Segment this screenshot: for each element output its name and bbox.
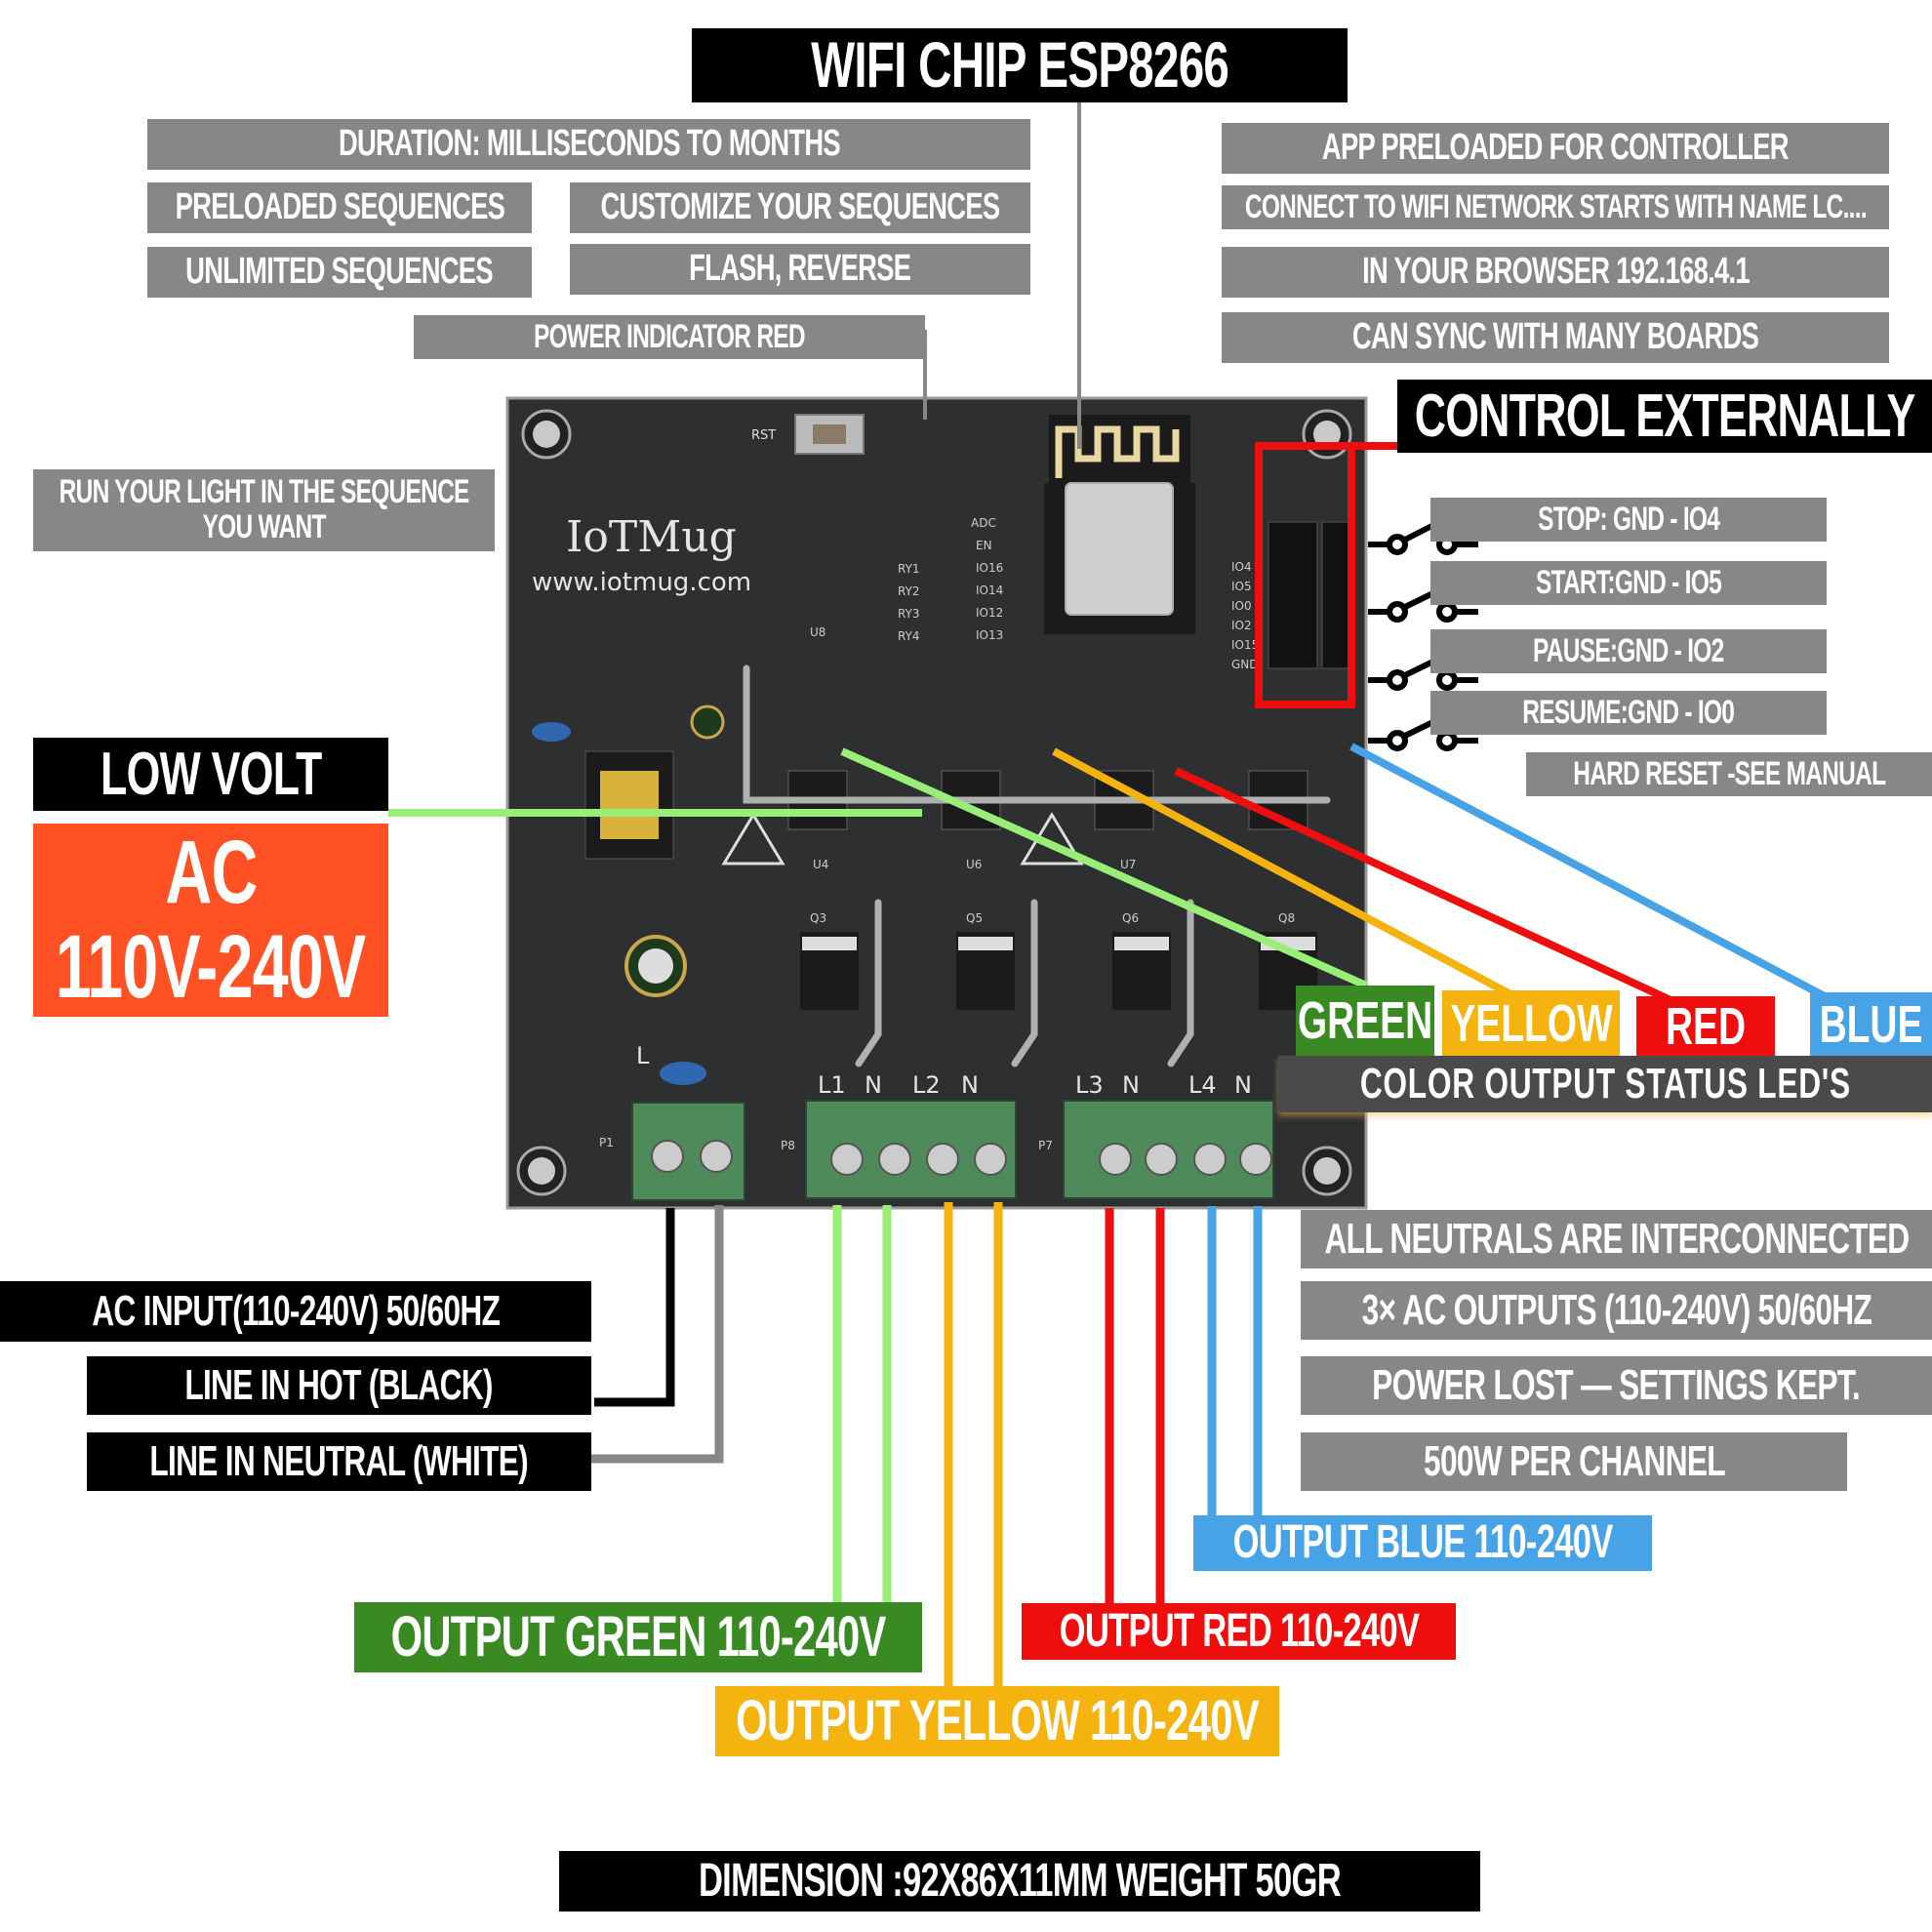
- terminal-label-n: N: [1234, 1071, 1252, 1099]
- page-title: WIFI CHIP ESP8266: [692, 28, 1348, 102]
- silk-p7: P7: [1038, 1139, 1053, 1152]
- terminal-block-outputs-3-4: [1063, 1100, 1274, 1199]
- switch-icon: [1368, 711, 1478, 751]
- control-header-bracket: [1255, 442, 1551, 708]
- silk-relay: RY4: [898, 629, 920, 643]
- feature-power-indicator: POWER INDICATOR RED: [414, 315, 925, 359]
- switch-start-label: START:GND - IO5: [1430, 561, 1827, 605]
- control-header: [1268, 521, 1352, 669]
- switch-stop-label: STOP: GND - IO4: [1430, 498, 1827, 542]
- blue-capacitor: [660, 1062, 706, 1085]
- output-blue-label: OUTPUT BLUE 110-240V: [1193, 1515, 1652, 1571]
- led-tag-yellow: YELLOW: [1442, 990, 1620, 1056]
- isolation-slots: [743, 664, 1331, 1067]
- output-red-label: OUTPUT RED 110-240V: [1022, 1603, 1456, 1660]
- led-tag-blue: BLUE: [1810, 992, 1932, 1056]
- feature-run-sequence: RUN YOUR LIGHT IN THE SEQUENCE YOU WANT: [33, 469, 495, 551]
- blue-led-leader: [1349, 743, 1825, 999]
- silk-q5: Q5: [966, 911, 983, 925]
- terminal-label-l4: L4: [1188, 1071, 1217, 1099]
- silk-p1: P1: [599, 1136, 614, 1149]
- silk-pin: IO16: [976, 561, 1003, 575]
- silk-pin: EN: [976, 539, 992, 552]
- feature-sync-boards: CAN SYNC WITH MANY BOARDS: [1222, 312, 1889, 363]
- green-led-leader: [840, 747, 1368, 989]
- feature-browser-address: IN YOUR BROWSER 192.168.4.1: [1222, 247, 1889, 298]
- ac-input-label: AC INPUT(110-240V) 50/60HZ: [0, 1281, 591, 1342]
- feature-connect-wifi: CONNECT TO WIFI NETWORK STARTS WITH NAME…: [1222, 185, 1889, 229]
- line-hot-label: LINE IN HOT (BLACK): [87, 1356, 591, 1415]
- feature-preloaded-sequences: PRELOADED SEQUENCES: [147, 182, 532, 233]
- silk-relay: RY3: [898, 607, 920, 621]
- low-volt-label: LOW VOLT: [33, 738, 388, 811]
- ac-voltage-box: AC 110V-240V: [33, 824, 388, 1017]
- spec-per-channel: 500W PER CHANNEL: [1301, 1432, 1847, 1491]
- silk-pin: IO12: [976, 606, 1003, 620]
- output-green-label: OUTPUT GREEN 110-240V: [354, 1602, 922, 1672]
- line-hot-wire: [594, 1208, 675, 1407]
- output-yellow-label: OUTPUT YELLOW 110-240V: [715, 1686, 1279, 1756]
- control-externally-heading: CONTROL EXTERNALLY: [1397, 380, 1932, 453]
- terminal-label-n: N: [961, 1071, 979, 1099]
- dimension-label: DIMENSION :92X86X11MM WEIGHT 50GR: [559, 1851, 1480, 1912]
- feature-unlimited-sequences: UNLIMITED SEQUENCES: [147, 247, 532, 298]
- silk-u7: U7: [1120, 858, 1136, 871]
- line-neutral-wire: [585, 1205, 724, 1464]
- feature-app-preloaded: APP PRELOADED FOR CONTROLLER: [1222, 123, 1889, 174]
- esp8266-module: [1044, 415, 1195, 634]
- brand-url: www.iotmug.com: [532, 568, 751, 597]
- silk-u8: U8: [810, 625, 825, 639]
- led-tag-green: GREEN: [1296, 986, 1434, 1056]
- hard-reset-label: HARD RESET -SEE MANUAL: [1526, 752, 1932, 796]
- silk-q8: Q8: [1278, 911, 1295, 925]
- feature-customize-sequences: CUSTOMIZE YOUR SEQUENCES: [570, 182, 1030, 233]
- yellow-led-leader: [1052, 747, 1514, 999]
- brand-logo: IoTMug: [566, 512, 737, 562]
- capacitor: [690, 704, 725, 740]
- feature-flash-reverse: FLASH, REVERSE: [570, 244, 1030, 295]
- silk-pin: IO14: [976, 584, 1003, 597]
- terminal-label-n: N: [865, 1071, 882, 1099]
- silk-u4: U4: [813, 858, 828, 871]
- terminal-block-outputs-1-2: [805, 1100, 1017, 1199]
- silk-q3: Q3: [810, 911, 826, 925]
- silk-relay: RY2: [898, 584, 920, 598]
- silk-q6: Q6: [1122, 911, 1139, 925]
- silk-header-pin: IO2: [1231, 619, 1252, 632]
- line-neutral-label: LINE IN NEUTRAL (WHITE): [87, 1432, 591, 1491]
- silk-relay: RY1: [898, 562, 920, 576]
- terminal-label-l2: L2: [912, 1071, 941, 1099]
- silk-header-pin: IO5: [1231, 580, 1252, 593]
- red-led-leader: [1174, 767, 1672, 1004]
- silk-header-pin: IO4: [1231, 560, 1252, 574]
- feature-duration: DURATION: MILLISECONDS TO MONTHS: [147, 119, 1030, 170]
- spec-ac-outputs: 3× AC OUTPUTS (110-240V) 50/60HZ: [1301, 1281, 1932, 1340]
- spec-power-lost: POWER LOST — SETTINGS KEPT.: [1301, 1356, 1932, 1415]
- rst-silk: RST: [751, 428, 776, 443]
- silk-pin: ADC: [971, 516, 996, 530]
- mosfets: [800, 932, 1317, 1010]
- input-label-l: L: [636, 1042, 650, 1069]
- switch-resume-label: RESUME:GND - IO0: [1430, 691, 1827, 735]
- silk-pin: IO13: [976, 628, 1003, 642]
- terminal-label-l1: L1: [818, 1071, 846, 1099]
- spec-neutrals: ALL NEUTRALS ARE INTERCONNECTED: [1301, 1210, 1932, 1268]
- warning-icon: [721, 812, 785, 865]
- silk-u6: U6: [966, 858, 982, 871]
- silk-header-pin: IO0: [1231, 599, 1252, 613]
- blue-capacitor: [532, 722, 571, 742]
- terminal-block-input: [631, 1102, 745, 1201]
- silk-header-pin: IO15: [1231, 638, 1259, 652]
- status-leds-title: COLOR OUTPUT STATUS LED'S: [1278, 1056, 1932, 1112]
- silk-header-pin: GND: [1231, 658, 1259, 671]
- terminal-label-n: N: [1122, 1071, 1140, 1099]
- switch-pause-label: PAUSE:GND - IO2: [1430, 629, 1827, 673]
- terminal-label-l3: L3: [1075, 1071, 1104, 1099]
- led-tag-red: RED: [1636, 996, 1775, 1056]
- silk-p8: P8: [781, 1139, 795, 1152]
